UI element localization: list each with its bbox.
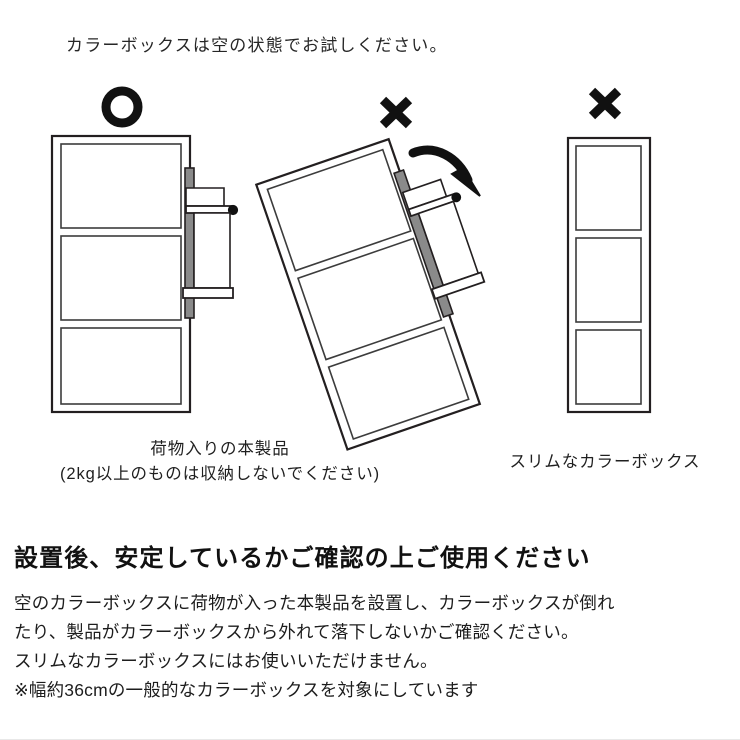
tipping-direction-arrow: [408, 145, 481, 197]
slim-compartment-middle: [575, 237, 642, 323]
diagram-good-standard-colorbox: [50, 86, 239, 414]
diagram-bad-slim-colorbox: [566, 87, 652, 414]
tipping-product-side-hanger: [393, 168, 486, 319]
bottom-body-line-4: ※幅約36cmの一般的なカラーボックスを対象にしています: [14, 679, 479, 700]
product-base-plate: [182, 287, 234, 299]
colorbox-compartment-middle: [60, 235, 182, 321]
bottom-body-line-2: たり、製品がカラーボックスから外れて落下しないかご確認ください。: [14, 621, 579, 642]
product-hook-arm: [185, 187, 225, 207]
tipping-compartment-top: [266, 148, 412, 272]
product-side-hanger: [182, 167, 239, 319]
caption-right: スリムなカラーボックス: [480, 450, 730, 475]
diagram-bad-tipping-over: [254, 96, 486, 451]
bottom-body: 空のカラーボックスに荷物が入った本製品を設置し、カラーボックスが倒れ たり、製品…: [14, 589, 729, 705]
cross-ng-mark-right: [588, 87, 622, 120]
caption-left-line1: 荷物入りの本製品: [150, 440, 290, 458]
tipping-assembly: [254, 137, 486, 451]
slim-compartment-bottom: [575, 329, 642, 405]
diagram-illustrations: [50, 86, 652, 451]
colorbox-compartment-top: [60, 143, 182, 229]
product-body-panel: [193, 212, 231, 289]
bottom-body-line-3: スリムなカラーボックスにはお使いいただけません。: [14, 650, 438, 671]
arrow-head: [450, 166, 481, 197]
caption-left-line2: (2kg以上のものは収納しないでください): [60, 464, 380, 483]
cross-ng-mark-middle: [379, 96, 413, 129]
diagram-area: [0, 70, 740, 500]
caption-left: 荷物入りの本製品 (2kg以上のものは収納しないでください): [20, 437, 420, 487]
tipping-product-end-knob: [451, 192, 462, 203]
product-top-bar: [185, 205, 233, 214]
bottom-body-line-1: 空のカラーボックスに荷物が入った本製品を設置し、カラーボックスが倒れ: [14, 592, 615, 613]
slim-compartment-top: [575, 145, 642, 231]
caption-right-line1: スリムなカラーボックス: [509, 453, 701, 471]
tipping-compartment-middle: [296, 237, 443, 361]
colorbox-compartment-bottom: [60, 327, 182, 405]
tipping-product-base-plate: [430, 271, 486, 300]
tipping-compartment-bottom: [327, 326, 470, 441]
bottom-notice-block: 設置後、安定しているかご確認の上ご使用ください 空のカラーボックスに荷物が入った…: [14, 545, 729, 705]
top-instruction-note: カラーボックスは空の状態でお試しください。: [66, 36, 448, 55]
circle-ok-mark: [101, 86, 143, 128]
bottom-heading: 設置後、安定しているかご確認の上ご使用ください: [14, 545, 591, 572]
